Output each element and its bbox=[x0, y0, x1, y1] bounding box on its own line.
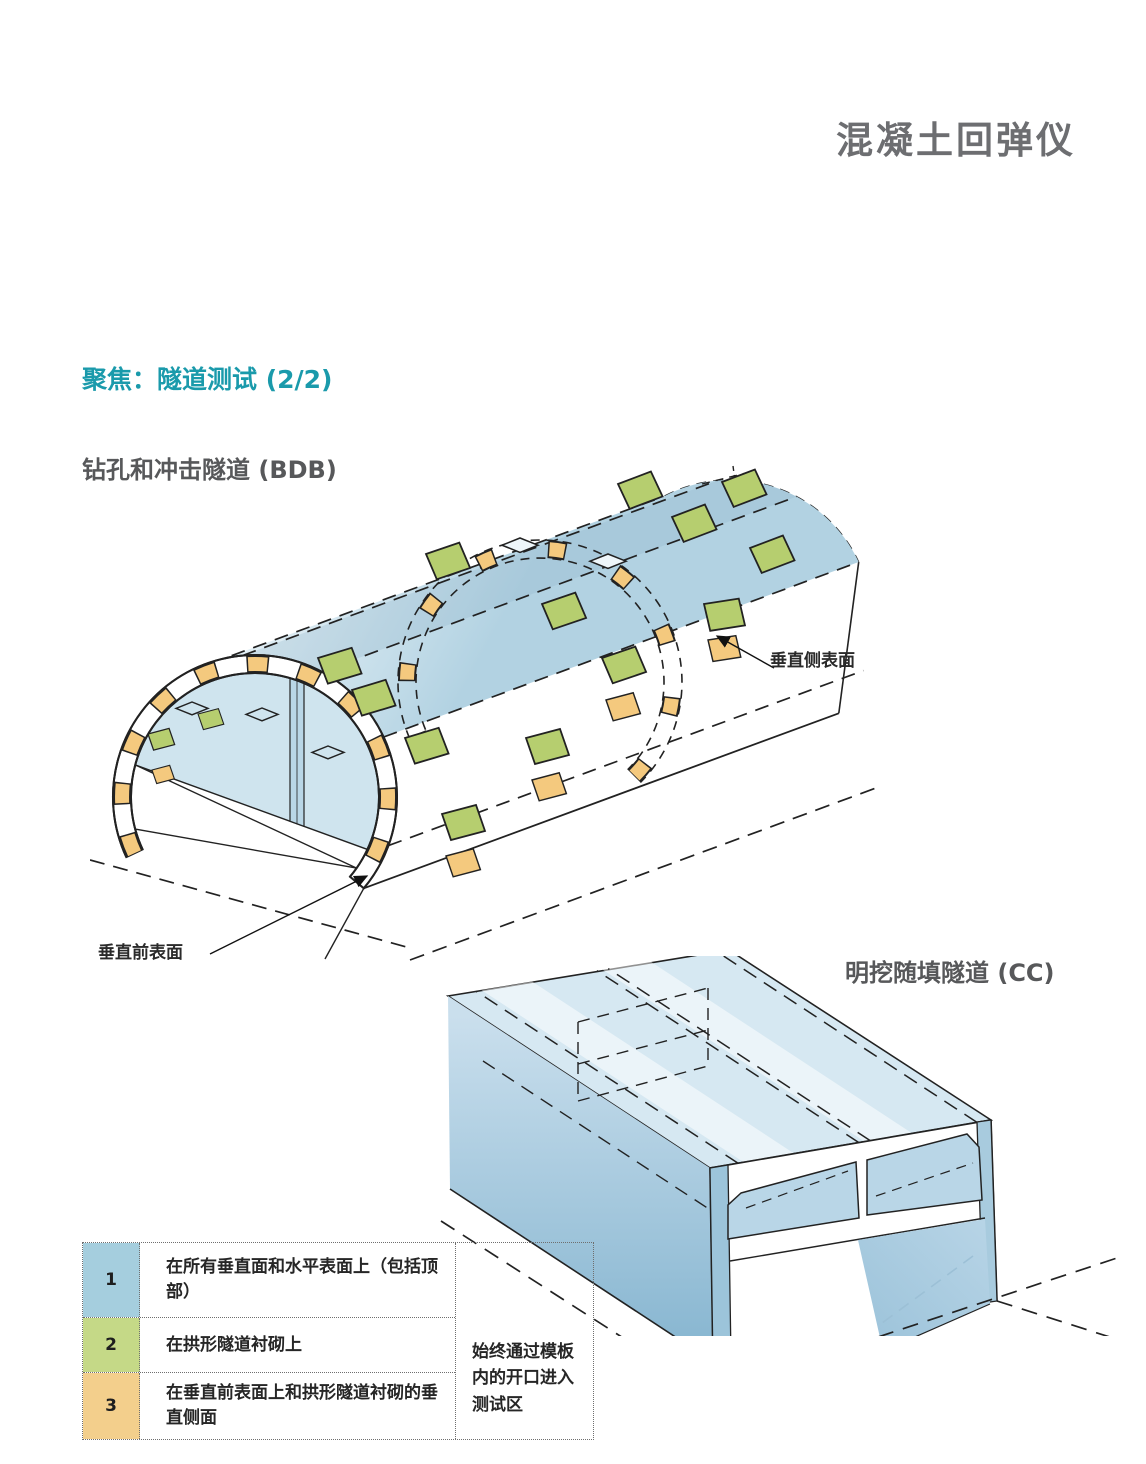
focus-heading: 聚焦：隧道测试 (2/2) bbox=[82, 365, 333, 394]
cc-tunnel-diagram bbox=[440, 956, 1124, 1336]
bdb-interior bbox=[134, 673, 379, 869]
cc-left-wall-end bbox=[709, 1164, 732, 1336]
cc-hidden-rear-edges bbox=[577, 987, 709, 1102]
legend-swatch-green: 2 bbox=[83, 1318, 140, 1372]
bdb-ground-lines bbox=[90, 787, 877, 961]
bdb-tunnel-diagram bbox=[90, 465, 877, 961]
legend-swatch-blue: 1 bbox=[83, 1243, 140, 1317]
label-vertical-side-surface: 垂直侧表面 bbox=[770, 651, 855, 671]
legend-swatch-orange: 3 bbox=[83, 1373, 140, 1439]
legend-grid: 1 在所有垂直面和水平表面上（包括顶部） 2 在拱形隧道衬砌上 3 在垂直前表面… bbox=[83, 1243, 456, 1439]
bdb-front-arch-ring bbox=[112, 654, 398, 890]
bdb-hidden-arch-ring bbox=[397, 539, 683, 783]
cc-left-cell-opening bbox=[727, 1161, 860, 1240]
legend-table: 1 在所有垂直面和水平表面上（包括顶部） 2 在拱形隧道衬砌上 3 在垂直前表面… bbox=[82, 1242, 594, 1440]
cc-interior-wall bbox=[858, 1219, 991, 1336]
cc-left-wall bbox=[448, 996, 713, 1336]
legend-text-3: 在垂直前表面上和拱形隧道衬砌的垂直侧面 bbox=[166, 1383, 438, 1428]
bdb-heading: 钻孔和冲击隧道 (BDB) bbox=[82, 456, 337, 484]
legend-text-2: 在拱形隧道衬砌上 bbox=[166, 1334, 302, 1355]
legend-text-1: 在所有垂直面和水平表面上（包括顶部） bbox=[166, 1257, 438, 1302]
legend-note: 始终通过模板内的开口进入测试区 bbox=[472, 1342, 574, 1415]
cc-right-cell-opening bbox=[866, 1133, 983, 1216]
legend-row-2: 2 在拱形隧道衬砌上 bbox=[83, 1318, 455, 1373]
legend-row-1: 1 在所有垂直面和水平表面上（包括顶部） bbox=[83, 1243, 455, 1318]
label-vertical-front-surface: 垂直前表面 bbox=[98, 943, 183, 963]
cc-deck-top bbox=[445, 956, 994, 1169]
legend-row-3: 3 在垂直前表面上和拱形隧道衬砌的垂直侧面 bbox=[83, 1373, 455, 1439]
bdb-leader-lines bbox=[209, 635, 775, 955]
page-title: 混凝土回弹仪 bbox=[836, 119, 1076, 162]
cc-ground-lines bbox=[440, 1220, 1124, 1336]
cc-heading: 明挖随填隧道 (CC) bbox=[845, 959, 1055, 987]
